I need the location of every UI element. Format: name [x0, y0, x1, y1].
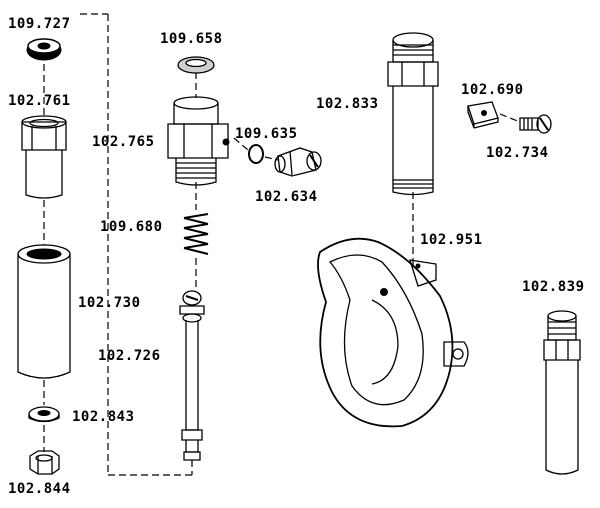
- part-109658-oring: [177, 56, 215, 74]
- part-102761-union-nut: [21, 115, 67, 199]
- part-102839-fitting: [543, 310, 581, 475]
- part-102726-valve-stem: [179, 290, 205, 461]
- label-102634: 102.634: [255, 189, 318, 205]
- label-102839: 102.839: [522, 279, 585, 295]
- label-102833: 102.833: [316, 96, 379, 112]
- part-102833-pipe: [387, 32, 439, 196]
- label-102844: 102.844: [8, 481, 71, 497]
- part-109680-spring: [183, 213, 209, 255]
- part-102634-nozzle: [274, 147, 322, 177]
- label-109727: 109.727: [8, 16, 71, 32]
- label-109658: 109.658: [160, 31, 223, 47]
- part-102690-square-nut: [467, 101, 499, 129]
- label-102761: 102.761: [8, 93, 71, 109]
- part-102844-hex-nut: [29, 450, 60, 475]
- part-102730-tube: [17, 244, 71, 379]
- part-102765-valve-body: [167, 96, 230, 186]
- label-109680: 109.680: [100, 219, 163, 235]
- part-102734-screw: [519, 114, 552, 134]
- part-102843-washer: [28, 406, 60, 423]
- label-102690: 102.690: [461, 82, 524, 98]
- label-102951: 102.951: [420, 232, 483, 248]
- label-102730: 102.730: [78, 295, 141, 311]
- part-109727-ring: [26, 38, 62, 61]
- label-102726: 102.726: [98, 348, 161, 364]
- label-109635: 109.635: [235, 126, 298, 142]
- label-102734: 102.734: [486, 145, 549, 161]
- part-109635-oring: [248, 144, 264, 164]
- assembly-guide-lines: [43, 13, 521, 476]
- label-102765: 102.765: [92, 134, 155, 150]
- part-102951-drinking-bowl: [317, 237, 469, 428]
- label-102843: 102.843: [72, 409, 135, 425]
